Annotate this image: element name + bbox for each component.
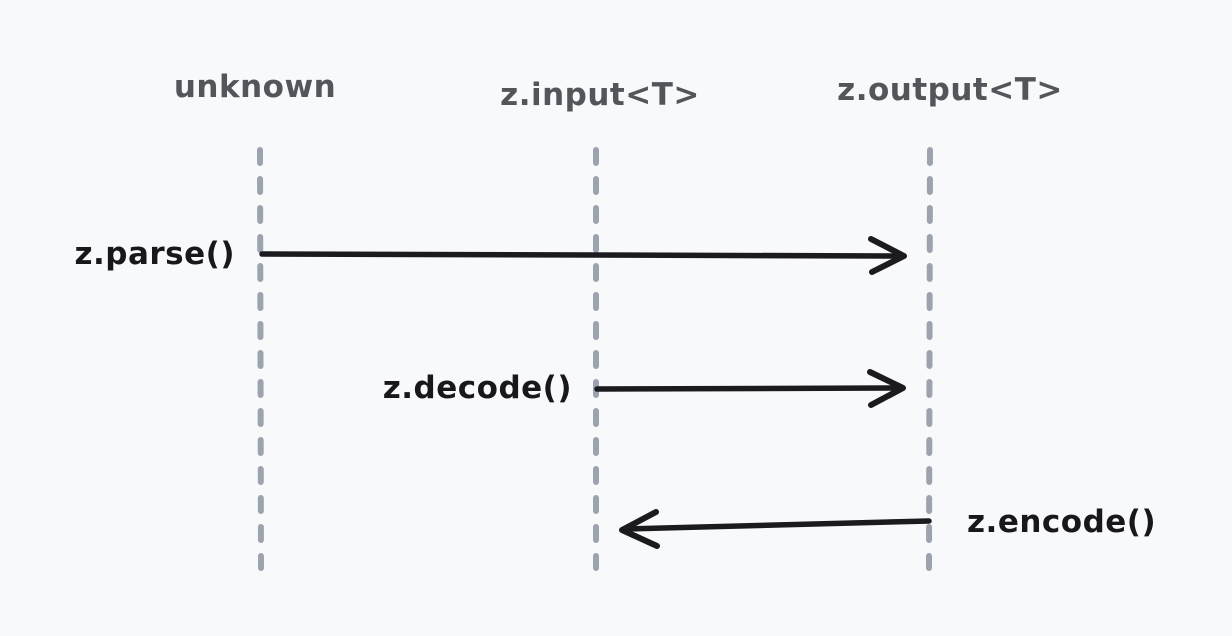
lifeline-label-unknown: unknown	[173, 69, 337, 105]
arrow-encode-shaft	[622, 518, 932, 532]
message-label-encode: z.encode()	[967, 504, 1157, 540]
message-label-parse: z.parse()	[74, 236, 235, 272]
arrow-encode	[619, 509, 932, 549]
arrow-decode-head	[867, 369, 906, 408]
arrow-parse-shaft	[259, 251, 905, 259]
lifeline-z-output	[926, 147, 933, 571]
arrow-decode	[594, 369, 906, 408]
lifeline-unknown	[257, 147, 264, 571]
arrow-decode-shaft	[594, 385, 904, 392]
arrow-parse-head	[868, 236, 907, 275]
message-label-decode: z.decode()	[382, 370, 572, 406]
arrow-parse	[259, 236, 907, 275]
lifeline-label-z-input: z.input<T>	[500, 77, 700, 113]
lifeline-label-z-output: z.output<T>	[837, 72, 1063, 108]
arrow-encode-head	[619, 509, 660, 549]
